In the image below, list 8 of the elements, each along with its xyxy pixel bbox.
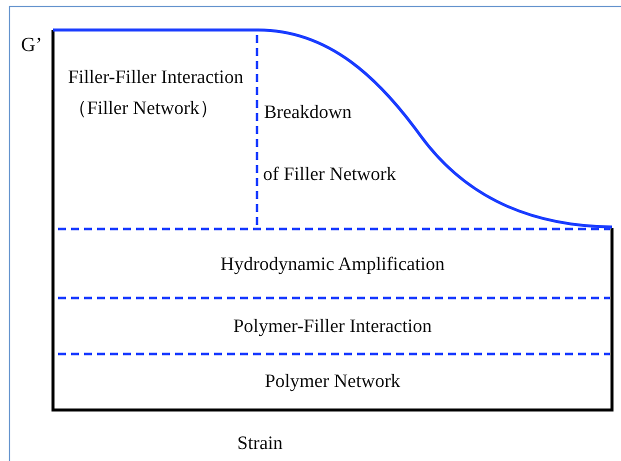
axis-label: G’ xyxy=(21,33,44,58)
region-label: Polymer Network xyxy=(264,370,402,394)
region-label: Breakdown xyxy=(264,101,353,125)
region-label: of Filler Network xyxy=(263,163,397,187)
region-label: Hydrodynamic Amplification xyxy=(219,253,446,277)
region-label: Polymer-Filler Interaction xyxy=(232,315,433,339)
region-label: Filler-Filler Interaction（Filler Network） xyxy=(68,66,244,121)
axis-label: Strain xyxy=(236,432,284,456)
